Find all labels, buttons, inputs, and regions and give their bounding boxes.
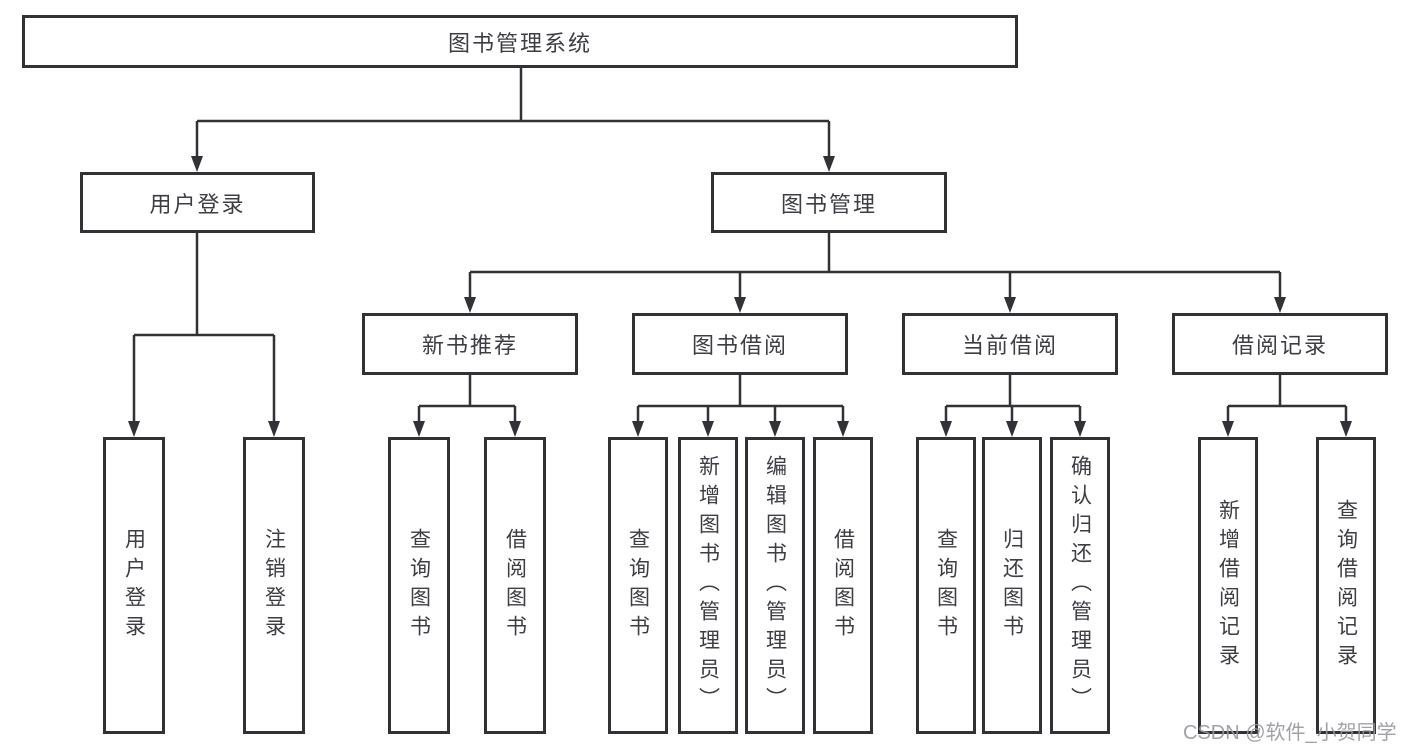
node-leaf-query-books-current: 查询图书 xyxy=(916,437,976,734)
leaf-label: 查询图书 xyxy=(934,527,958,644)
leaf-label: 借阅图书 xyxy=(503,527,527,644)
leaf-label: 查询借阅记录 xyxy=(1334,498,1358,673)
node-leaf-confirm-return-admin: 确认归还（管理员） xyxy=(1050,437,1110,734)
node-borrowing-records: 借阅记录 xyxy=(1172,313,1388,375)
node-book-borrowing: 图书借阅 xyxy=(632,313,848,375)
leaf-label: 编辑图书（管理员） xyxy=(763,455,787,716)
node-leaf-return-books: 归还图书 xyxy=(982,437,1042,734)
leaf-label: 归还图书 xyxy=(1000,527,1024,644)
node-leaf-borrow-books: 借阅图书 xyxy=(813,437,873,734)
node-user-login: 用户登录 xyxy=(80,172,315,233)
node-leaf-query-borrow-record: 查询借阅记录 xyxy=(1316,437,1376,734)
node-leaf-borrow-books-newbook: 借阅图书 xyxy=(484,437,546,734)
leaf-label: 借阅图书 xyxy=(831,527,855,644)
node-leaf-query-books-borrow: 查询图书 xyxy=(608,437,668,734)
node-leaf-logout: 注销登录 xyxy=(243,437,305,734)
node-leaf-edit-books-admin: 编辑图书（管理员） xyxy=(745,437,805,734)
node-leaf-query-books-newbook: 查询图书 xyxy=(388,437,450,734)
leaf-label: 新增借阅记录 xyxy=(1216,498,1240,673)
leaf-label: 注销登录 xyxy=(262,527,286,644)
node-leaf-user-login: 用户登录 xyxy=(103,437,165,734)
node-leaf-add-borrow-record: 新增借阅记录 xyxy=(1198,437,1258,734)
node-library-system: 图书管理系统 xyxy=(22,15,1018,68)
leaf-label: 查询图书 xyxy=(626,527,650,644)
node-book-management: 图书管理 xyxy=(711,172,947,233)
node-new-book-recommendation: 新书推荐 xyxy=(362,313,578,375)
node-current-borrowing: 当前借阅 xyxy=(902,313,1118,375)
csdn-watermark: CSDN @软件_小贺同学 xyxy=(1183,722,1397,744)
leaf-label: 新增图书（管理员） xyxy=(696,455,720,716)
node-leaf-add-books-admin: 新增图书（管理员） xyxy=(678,437,738,734)
leaf-label: 用户登录 xyxy=(122,527,146,644)
leaf-label: 确认归还（管理员） xyxy=(1068,455,1092,716)
leaf-label: 查询图书 xyxy=(407,527,431,644)
